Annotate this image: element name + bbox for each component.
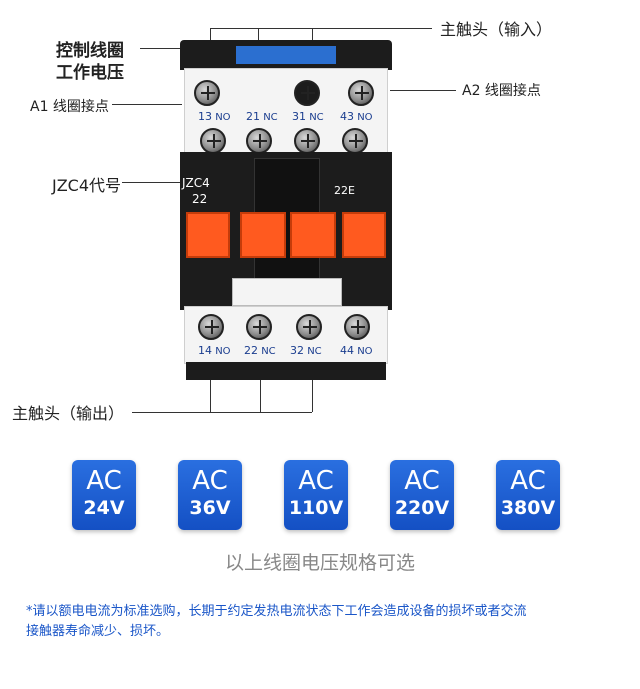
a1-contact-label: A1 线圈接点 <box>30 99 109 115</box>
terminal-44: 44 NO <box>340 344 373 357</box>
model-code-text: JZC4 <box>182 176 210 190</box>
a2-callout-line <box>390 90 456 91</box>
terminal-22: 22 NC <box>244 344 276 357</box>
terminal-21-screw-icon <box>246 128 272 154</box>
a1-callout-line <box>112 104 182 105</box>
terminal-43: 43 NO <box>340 110 373 123</box>
coil-voltage-label-line2: 工作电压 <box>56 63 124 83</box>
terminal-31: 31 NC <box>292 110 324 123</box>
config-right-text: 22E <box>334 184 355 197</box>
coil-callout-line <box>140 48 210 49</box>
a2-contact-label: A2 线圈接点 <box>462 83 541 99</box>
terminal-22-screw-icon <box>246 314 272 340</box>
terminal-21: 21 NC <box>246 110 278 123</box>
terminal-31-screw-icon <box>294 128 320 154</box>
contactor-image: 13 NO 21 NC 31 NC 43 NO JZC4 22 22E 14 N… <box>180 40 392 380</box>
main-contact-output-label: 主触头（输出） <box>12 404 125 423</box>
orange-block-4 <box>342 212 386 258</box>
coil-label-plate <box>236 46 336 64</box>
bottom-feet <box>186 362 386 380</box>
terminal-14: 14 NO <box>198 344 231 357</box>
a1-screw-icon <box>194 80 220 106</box>
footnote-line1: *请以额电电流为标准选购，长期于约定发热电流状态下工作会造成设备的损坏或者交流 <box>26 604 527 619</box>
a2-screw-icon <box>348 80 374 106</box>
terminal-32-screw-icon <box>296 314 322 340</box>
input-callout-line <box>210 28 432 29</box>
output-callout-rise-1 <box>210 372 211 412</box>
config-text: 22 <box>192 192 208 206</box>
orange-block-3 <box>290 212 336 258</box>
terminal-44-screw-icon <box>344 314 370 340</box>
orange-block-1 <box>186 212 230 258</box>
model-callout-line <box>122 182 184 183</box>
main-contact-input-label: 主触头（输入） <box>440 20 553 39</box>
model-code-label: JZC4代号 <box>52 176 122 195</box>
terminal-14-screw-icon <box>198 314 224 340</box>
coil-center-icon <box>294 80 320 106</box>
footnote: *请以额电电流为标准选购，长期于约定发热电流状态下工作会造成设备的损坏或者交流 … <box>26 602 626 642</box>
orange-block-2 <box>240 212 286 258</box>
output-callout-rise-3 <box>312 372 313 412</box>
output-callout-line <box>132 412 312 413</box>
terminal-13: 13 NO <box>198 110 231 123</box>
coil-voltage-label-line1: 控制线圈 <box>56 41 124 61</box>
voltage-caption: 以上线圈电压规格可选 <box>224 552 415 574</box>
terminal-43-screw-icon <box>342 128 368 154</box>
footnote-line2: 接触器寿命减少、损坏。 <box>26 624 170 639</box>
terminal-13-screw-icon <box>200 128 226 154</box>
label-window <box>232 278 342 306</box>
output-callout-rise-2 <box>260 372 261 412</box>
terminal-32: 32 NC <box>290 344 322 357</box>
